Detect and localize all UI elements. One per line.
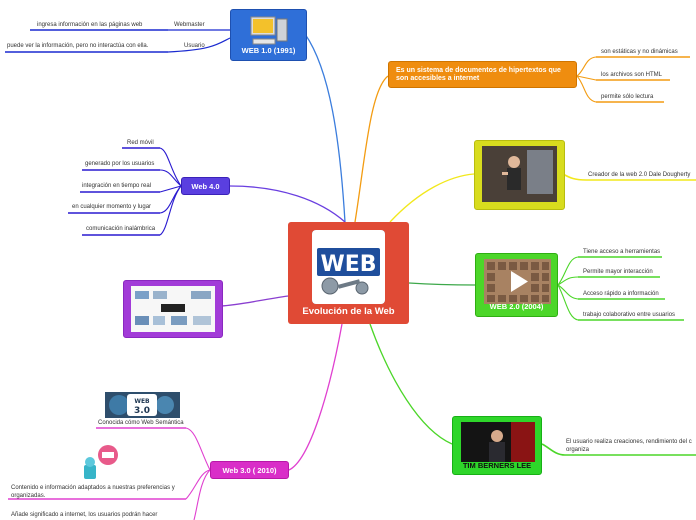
tim-node[interactable]: TIM BERNERS LEE: [452, 416, 542, 475]
dougherty-leaf: Creador de la web 2.0 Dale Dougherty: [588, 172, 691, 178]
computer-icon: [249, 15, 289, 47]
web2-leaf-1: Tiene acceso a herramientas: [583, 249, 661, 255]
hypertext-leaf-1: son estáticas y no dinámicas: [601, 49, 678, 55]
center-node[interactable]: WEB Evolución de la Web: [288, 222, 409, 324]
web3-robot-image: [78, 443, 122, 481]
web2-leaf-3: Acceso rápido a información: [583, 291, 659, 297]
web1-leaf-1: ingresa información en las páginas web: [37, 22, 143, 28]
tim-leaf: El usuario realiza creaciones, rendimien…: [566, 438, 696, 454]
dougherty-node[interactable]: [474, 140, 565, 210]
web3-badge-caption: Conocida cómo Web Semántica: [98, 420, 184, 426]
web1-branch-usuario: Usuario: [184, 43, 205, 49]
web1-label: WEB 1.0 (1991): [241, 46, 296, 55]
web3-leaf-2: Añade significado a internet, los usuari…: [11, 512, 158, 518]
web4-leaf-2: generado por los usuarios: [85, 161, 155, 167]
web3-node[interactable]: Web 3.0 ( 2010): [210, 461, 289, 479]
svg-text:3.0: 3.0: [134, 406, 150, 416]
web-logo-image: WEB: [312, 230, 385, 304]
svg-text:WEB: WEB: [134, 398, 150, 405]
center-label: Evolución de la Web: [302, 306, 395, 317]
web4-label: Web 4.0: [191, 182, 220, 191]
video-thumbnail: [484, 259, 551, 304]
collage-image: [131, 286, 215, 332]
web2-node[interactable]: WEB 2.0 (2004): [475, 253, 558, 317]
web4-leaf-5: comunicación inalámbrica: [86, 226, 156, 232]
web4-node[interactable]: Web 4.0: [181, 177, 230, 195]
play-icon: [511, 271, 528, 292]
hypertext-node[interactable]: Es un sistema de documentos de hipertext…: [388, 61, 577, 88]
web1-branch-webmaster: Webmaster: [174, 22, 205, 28]
collage-node[interactable]: [123, 280, 223, 338]
web4-leaf-1: Red móvil: [127, 140, 154, 146]
web4-leaf-3: integración en tiempo real: [82, 183, 152, 189]
tim-photo: [461, 422, 535, 462]
web3-label: Web 3.0 ( 2010): [222, 466, 277, 475]
web3-leaf-1: Contenido e información adaptados a nues…: [11, 484, 191, 500]
hypertext-label: Es un sistema de documentos de hipertext…: [396, 67, 561, 82]
web4-leaf-4: en cualquier momento y lugar: [72, 204, 152, 210]
dougherty-photo: [482, 146, 557, 202]
tim-label: TIM BERNERS LEE: [462, 461, 532, 470]
web1-node[interactable]: WEB 1.0 (1991): [230, 9, 307, 61]
web2-label: WEB 2.0 (2004): [489, 302, 544, 311]
hypertext-leaf-2: los archivos son HTML: [601, 72, 663, 78]
svg-text:WEB: WEB: [320, 252, 376, 277]
web2-leaf-4: trabajo colaborativo entre usuarios: [583, 312, 676, 318]
web1-leaf-2: puede ver la información, pero no intera…: [7, 43, 149, 49]
web2-leaf-2: Permite mayor interacción: [583, 269, 653, 275]
web3-badge-image: WEB 3.0: [105, 392, 180, 418]
web3-leaf-1-text: Contenido e información adaptados a nues…: [11, 485, 175, 499]
tim-leaf-text: El usuario realiza creaciones, rendimien…: [566, 439, 692, 453]
hypertext-leaf-3: permite sólo lectura: [601, 94, 654, 100]
